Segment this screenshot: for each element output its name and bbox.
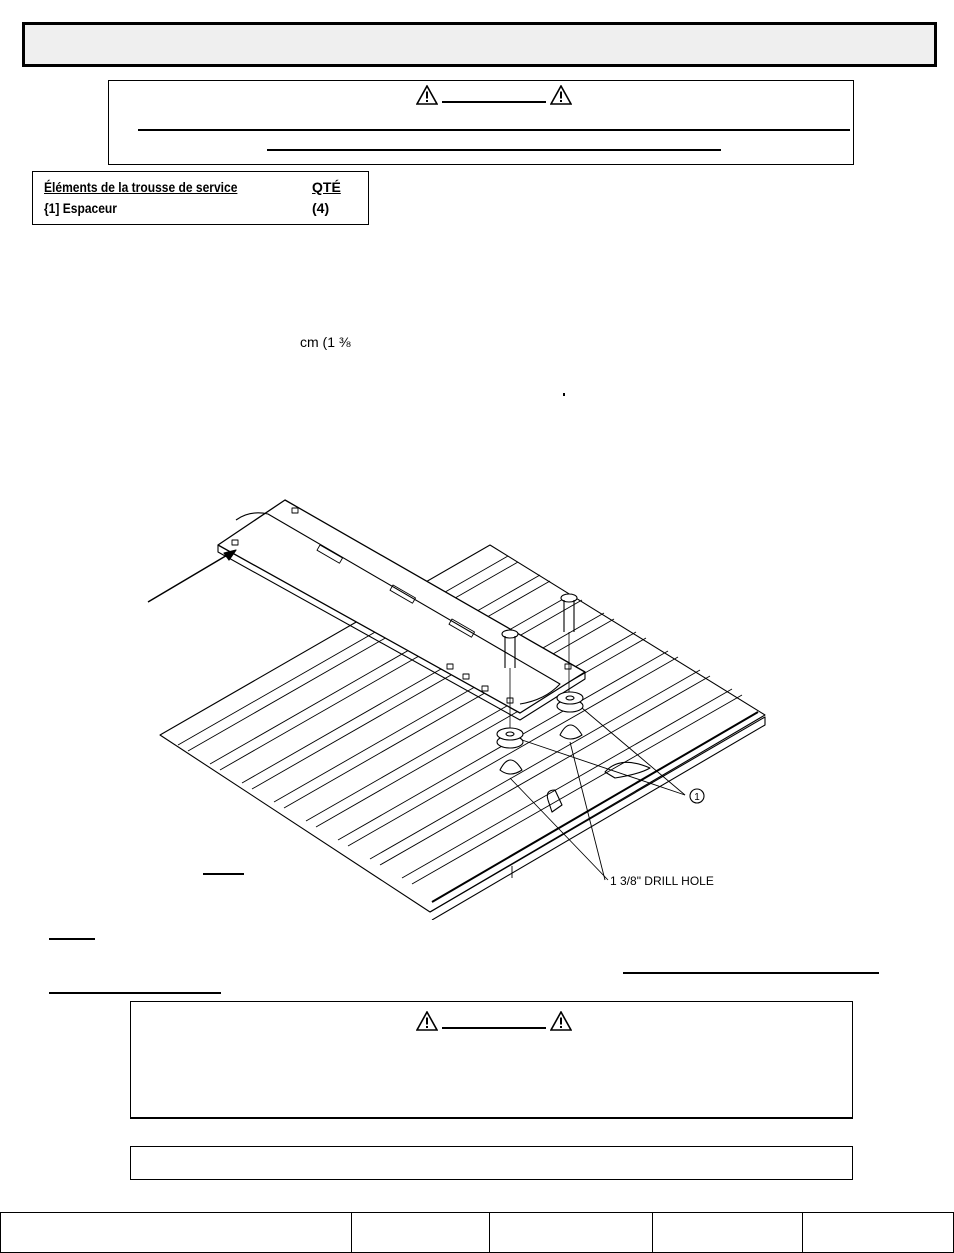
title-bar — [22, 22, 937, 67]
kit-row-qty: (4) — [312, 200, 330, 216]
kit-header-qty: QTÉ — [312, 179, 341, 195]
panel-front-edge — [429, 716, 766, 920]
kit-row-item: {1] Espaceur — [44, 200, 117, 216]
note-underline — [49, 938, 95, 940]
installation-diagram: 1 1 3/8" DRILL HOLE — [147, 499, 766, 920]
bolt-left — [501, 629, 519, 730]
callout-circle — [689, 788, 705, 804]
warning-triangle-icon — [416, 1011, 438, 1031]
footer-cell — [352, 1213, 490, 1252]
kit-contents-table: Éléments de la trousse de service QTÉ {1… — [32, 171, 369, 225]
warning-triangle-icon — [550, 85, 572, 105]
panel-ribs — [177, 555, 743, 885]
drill-hole-right — [559, 724, 583, 740]
spacer-right — [556, 691, 584, 713]
footer-cell — [1, 1213, 352, 1252]
footer-cell — [653, 1213, 803, 1252]
footer-table — [0, 1212, 954, 1253]
warning-triangle-icon — [550, 1011, 572, 1031]
text-underline-a — [623, 972, 879, 974]
warning-box-top — [108, 80, 854, 165]
spacer-left — [496, 727, 524, 749]
warning-heading-underline — [442, 1027, 546, 1029]
callout-number: 1 — [694, 792, 700, 803]
corrugated-panel — [159, 544, 766, 913]
warning-text-underline-1 — [138, 129, 850, 131]
callout-drill-hole: 1 3/8" DRILL HOLE — [610, 874, 714, 888]
footer-cell — [803, 1213, 953, 1252]
text-underline-b — [49, 992, 221, 994]
warning-heading-underline — [442, 101, 546, 103]
footer-cell — [490, 1213, 653, 1252]
bolt-right — [560, 593, 578, 695]
rail-slots — [231, 507, 572, 704]
warning-triangle-icon — [416, 85, 438, 105]
measurement-text: cm (1 ⅜ — [300, 334, 351, 350]
note-box — [130, 1146, 853, 1180]
text-mark — [563, 393, 565, 396]
pointer-arrow-icon — [147, 549, 237, 603]
warning-box-bottom — [130, 1001, 853, 1119]
drill-hole-left — [499, 759, 523, 775]
warning-text-underline-2 — [267, 149, 721, 151]
kit-header-item: Éléments de la trousse de service — [44, 179, 238, 195]
